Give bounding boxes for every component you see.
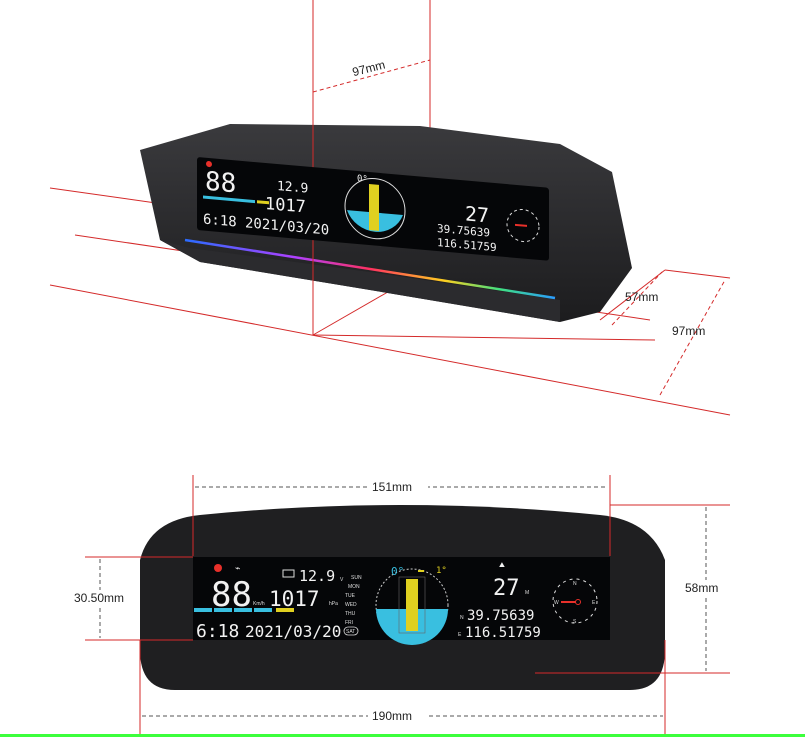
- warning-indicator-icon: [214, 564, 222, 572]
- compass-east: E: [592, 600, 596, 606]
- voltage-unit: V: [340, 577, 344, 583]
- latitude-prefix: N: [460, 615, 464, 621]
- speed-unit: Km/h: [253, 601, 265, 607]
- dim-top-depth-large-label: 97mm: [672, 324, 705, 338]
- compass: N E S W: [552, 578, 598, 625]
- dim-top-depth-small-label: 57mm: [625, 290, 658, 304]
- bottom-border: [0, 734, 805, 737]
- weekday: THU: [345, 611, 356, 617]
- weekday: SUN: [351, 575, 362, 581]
- pitch-readout-front: 0°: [391, 565, 404, 578]
- date-readout: 2021/03/20: [245, 215, 329, 238]
- perspective-screen: 88 12.9 1017 6:18 2021/03/20 0° 27 39.75…: [197, 157, 549, 261]
- dim-screen-width-label: 151mm: [372, 480, 412, 494]
- weekday-badge: SAT: [346, 629, 355, 635]
- weekday-list: SUN MON TUE WED THU FRI SAT: [343, 575, 362, 636]
- date-readout-front: 2021/03/20: [245, 622, 341, 641]
- weekday: FRI: [345, 620, 353, 626]
- latitude-readout-front: 39.75639: [467, 608, 534, 624]
- inclinometer: 0° 1°: [375, 565, 449, 645]
- ambient-light-strip: [184, 238, 556, 300]
- speed-bar-indicator: [194, 608, 294, 612]
- compass-north: N: [573, 581, 577, 587]
- weekday: TUE: [345, 593, 356, 599]
- altitude-readout: 27: [465, 201, 489, 227]
- compass-south: S: [573, 619, 577, 625]
- altitude-readout-front: 27: [493, 576, 520, 601]
- perspective-view: 97mm 57mm 97mm 88 12.9 1017 6:18 2021/03…: [49, 0, 731, 416]
- pressure-readout: 1017: [265, 194, 306, 218]
- longitude-readout: 116.51759: [437, 236, 497, 254]
- compass-west: W: [554, 600, 559, 606]
- pitch-readout: 0°: [357, 174, 368, 185]
- longitude-readout-front: 116.51759: [465, 625, 541, 641]
- time-readout: 6:18: [203, 212, 237, 231]
- dim-screen-height-label: 30.50mm: [74, 591, 124, 605]
- front-screen-content: ⌁ 88 Km/h 12.9 V 1017 hPa 6:18 2021/03/2…: [194, 561, 598, 645]
- pressure-unit: hPa: [329, 601, 338, 607]
- altitude-unit: M: [525, 590, 529, 596]
- voltage-readout-front: 12.9: [299, 567, 335, 585]
- roll-readout-front: 1°: [436, 566, 447, 576]
- satellite-icon: ⌁: [235, 564, 240, 574]
- dim-body-width-label: 190mm: [372, 709, 412, 723]
- time-readout-front: 6:18: [196, 621, 239, 642]
- dim-top-width-label: 97mm: [351, 57, 387, 79]
- battery-icon: [282, 569, 295, 578]
- longitude-prefix: E: [458, 632, 462, 638]
- weekday: WED: [345, 602, 357, 608]
- weekday: MON: [348, 584, 360, 590]
- pressure-readout-front: 1017: [269, 587, 320, 611]
- voltage-readout: 12.9: [277, 179, 308, 197]
- dim-body-height-label: 58mm: [685, 581, 718, 595]
- latitude-readout: 39.75639: [437, 222, 490, 240]
- front-view: ⌁ 88 Km/h 12.9 V 1017 hPa 6:18 2021/03/2…: [72, 475, 730, 737]
- altitude-icon: ⛰: [499, 561, 505, 569]
- speed-readout: 88: [205, 167, 236, 200]
